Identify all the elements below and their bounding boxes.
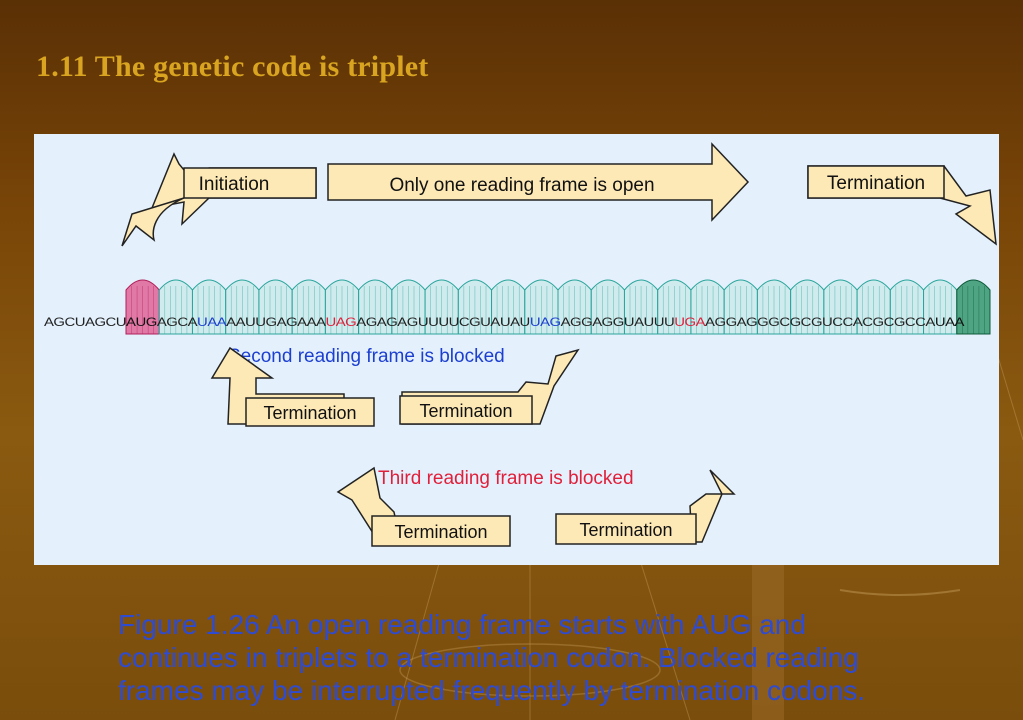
termination-2b-label: Termination (419, 401, 512, 421)
sequence-segment: AGGAGGUAUUU (561, 315, 675, 329)
sequence-segment: AUG (126, 315, 157, 329)
sequence-segment: UGA (674, 315, 705, 329)
third-frame-label: Third reading frame is blocked (378, 468, 634, 489)
termination-2a-label: Termination (263, 403, 356, 423)
second-frame-label: Second reading frame is blocked (228, 346, 505, 367)
sequence-segment: AGGAGGGCGCGUCCACGCGCCA (705, 315, 935, 329)
sequence-segment: AGCUAGCU (44, 315, 126, 329)
sequence-segment: UAA (935, 315, 965, 329)
sequence-segment: UAG (325, 315, 356, 329)
sequence-segment: UAA (197, 315, 227, 329)
caption-line-2: continues in triplets to a termination c… (118, 642, 859, 673)
sequence-segment: AGAGAGUUUUCGUAUAU (356, 315, 530, 329)
caption-line-3: frames may be interrupted frequently by … (118, 675, 866, 706)
sequence-segment: AGCA (157, 315, 198, 329)
slide-title: 1.11 The genetic code is triplet (36, 50, 429, 83)
sequence-segment: AAUUGAGAAA (226, 315, 326, 329)
second-frame-box-right (399, 395, 533, 425)
open-frame-label: Only one reading frame is open (389, 175, 654, 196)
initiation-curve (121, 197, 185, 247)
figure-caption: Figure 1.26 An open reading frame starts… (118, 608, 998, 707)
caption-line-1: Figure 1.26 An open reading frame starts… (118, 609, 806, 640)
termination-3b-label: Termination (579, 520, 672, 540)
codon-strip (125, 279, 991, 335)
termination-top-label: Termination (827, 173, 925, 194)
termination-3a-label: Termination (394, 522, 487, 542)
third-frame-box-left (371, 515, 511, 547)
sequence-segment: UAG (530, 315, 561, 329)
third-frame-box-right (555, 513, 697, 545)
initiation-box (183, 167, 317, 199)
open-frame-arrow (327, 142, 750, 222)
orf-figure: Initiation Only one reading frame is ope… (34, 134, 999, 565)
orf-diagram: Initiation Only one reading frame is ope… (44, 142, 997, 547)
termination-top-box (807, 165, 945, 199)
initiation-label: Initiation (199, 174, 270, 195)
second-frame-box-left (245, 397, 375, 427)
